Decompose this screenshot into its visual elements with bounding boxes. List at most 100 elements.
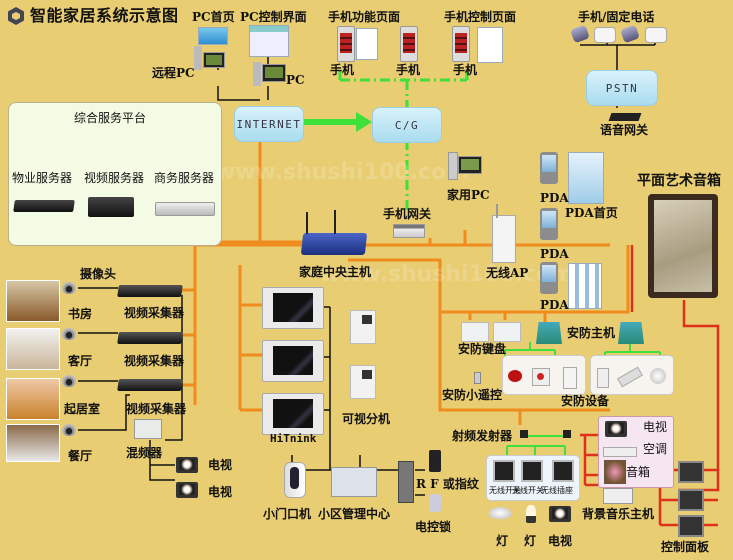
- collector-label: 视频采集器: [124, 354, 185, 368]
- antenna: [334, 210, 336, 234]
- collector-label: 视频采集器: [126, 402, 187, 416]
- pda-icon: [540, 152, 558, 184]
- camera-icon: [62, 375, 76, 387]
- alarm-siren-icon: [508, 370, 522, 382]
- video-extension-icon: [350, 310, 376, 344]
- video-intercom-monitor: [262, 287, 324, 329]
- service-platform: [8, 102, 222, 246]
- camera-icon: [62, 282, 76, 294]
- mobile-control-screenshot: [477, 27, 503, 63]
- mobile-function-screenshot: [356, 28, 378, 60]
- room-study-photo: [6, 280, 60, 322]
- electric-lock-icon: [429, 494, 441, 512]
- server-label: 商务服务器: [154, 171, 215, 185]
- pda-label: PDA: [540, 298, 569, 312]
- room-label: 客厅: [68, 354, 93, 368]
- pc-label: PC: [286, 73, 305, 87]
- camera-icon: [62, 424, 76, 436]
- security-host-icon: [536, 322, 562, 344]
- pda-icon: [540, 262, 558, 294]
- central-host-label: 家庭中央主机: [299, 265, 372, 279]
- security-host-icon: [618, 322, 644, 344]
- video-collector-icon: [117, 379, 183, 391]
- air-conditioner-icon: [603, 447, 637, 457]
- room-living-photo: [6, 328, 60, 370]
- wireless-socket-label: 无线插座: [541, 486, 573, 495]
- wire-red-panel: [678, 300, 720, 492]
- platform-title: 综合服务平台: [74, 111, 147, 125]
- door-sensor-icon: [597, 368, 609, 388]
- wireless-ap-icon: [492, 215, 516, 263]
- door-unit-icon: [284, 462, 306, 498]
- voice-gateway-icon: [608, 113, 642, 121]
- tv-label: 电视: [208, 485, 233, 499]
- bg-music-host-label: 背景音乐主机: [582, 507, 655, 521]
- rf-transmitter-icon: [520, 430, 528, 438]
- internet-cloud: INTERNET: [234, 106, 304, 142]
- security-keypad-icon: [461, 322, 489, 342]
- landline-phone-icon: [594, 27, 616, 43]
- page-title: 智能家居系统示意图: [30, 6, 179, 25]
- rf-transmitter-icon: [563, 430, 571, 438]
- video-intercom-monitor: [262, 340, 324, 382]
- collector-label: 视频采集器: [124, 306, 185, 320]
- pda-home-screenshot: [568, 152, 604, 204]
- control-panel-label: 控制面板: [661, 540, 710, 554]
- electric-lock-label: 电控锁: [415, 520, 452, 534]
- video-server-icon: [88, 197, 134, 217]
- server-label: 物业服务器: [12, 171, 73, 185]
- tv-label: 电视: [208, 458, 233, 472]
- security-host-label: 安防主机: [567, 326, 616, 340]
- wireless-switch-icon: [493, 460, 515, 482]
- wire-security-drops: [468, 312, 547, 322]
- security-remote-icon: [474, 372, 481, 384]
- logo-icon: [6, 6, 26, 26]
- central-host-icon: [300, 233, 368, 255]
- video-extension-label: 可视分机: [342, 412, 391, 426]
- remote-pc-label: 远程PC: [152, 66, 195, 80]
- pstn-cloud: PSTN: [586, 70, 658, 106]
- pc-icon: [253, 60, 286, 86]
- antenna: [306, 212, 308, 234]
- door-unit-label: 小门口机: [263, 507, 312, 521]
- wireless-switch-label: 无线开关: [489, 486, 521, 495]
- wireless-ap-label: 无线AP: [486, 266, 529, 280]
- endpoint-label: 灯: [524, 534, 537, 548]
- video-collector-icon: [117, 332, 183, 344]
- server-label: 视频服务器: [84, 171, 145, 185]
- tv-icon: [176, 457, 198, 473]
- room-dining-photo: [6, 424, 60, 462]
- video-intercom-monitor: [262, 393, 324, 435]
- video-collector-icon: [117, 285, 183, 297]
- bg-music-host-icon: [603, 488, 633, 504]
- room-bedroom-photo: [6, 378, 60, 420]
- appliance-label: 音箱: [626, 465, 651, 479]
- tv-icon: [605, 421, 627, 437]
- wire-intercom-bus: [238, 265, 262, 412]
- mobile-phone-icon: [452, 26, 470, 62]
- management-center-label: 小区管理中心: [318, 507, 391, 521]
- mixer-label: 混频器: [126, 446, 163, 460]
- rf-reader-icon: [429, 450, 441, 472]
- rf-fingerprint-label: R F 或指纹: [416, 477, 479, 491]
- mobile-gateway-icon: [393, 224, 425, 238]
- outdoor-station-icon: [398, 461, 414, 503]
- watermark: www.shushi100.com: [215, 160, 469, 185]
- pda-menu-screenshot: [568, 263, 602, 309]
- room-label: 书房: [68, 307, 93, 321]
- tv-icon: [549, 506, 571, 522]
- control-panel-icon: [678, 489, 704, 511]
- security-remote-label: 安防小遥控: [442, 388, 503, 402]
- home-pc-label: 家用PC: [447, 188, 490, 202]
- smoke-detector-icon: [650, 368, 666, 384]
- mobile-phone-icon: [337, 26, 355, 62]
- voice-gateway-label: 语音网关: [600, 123, 649, 137]
- endpoint-label: 电视: [548, 534, 573, 548]
- endpoint-label: 灯: [496, 534, 509, 548]
- camera-label: 摄像头: [80, 267, 117, 281]
- pir-sensor-icon: [563, 367, 577, 389]
- tv-icon: [176, 482, 198, 498]
- property-server-icon: [13, 200, 75, 212]
- mobile-label: 手机: [453, 63, 478, 77]
- management-center-icon: [331, 467, 377, 497]
